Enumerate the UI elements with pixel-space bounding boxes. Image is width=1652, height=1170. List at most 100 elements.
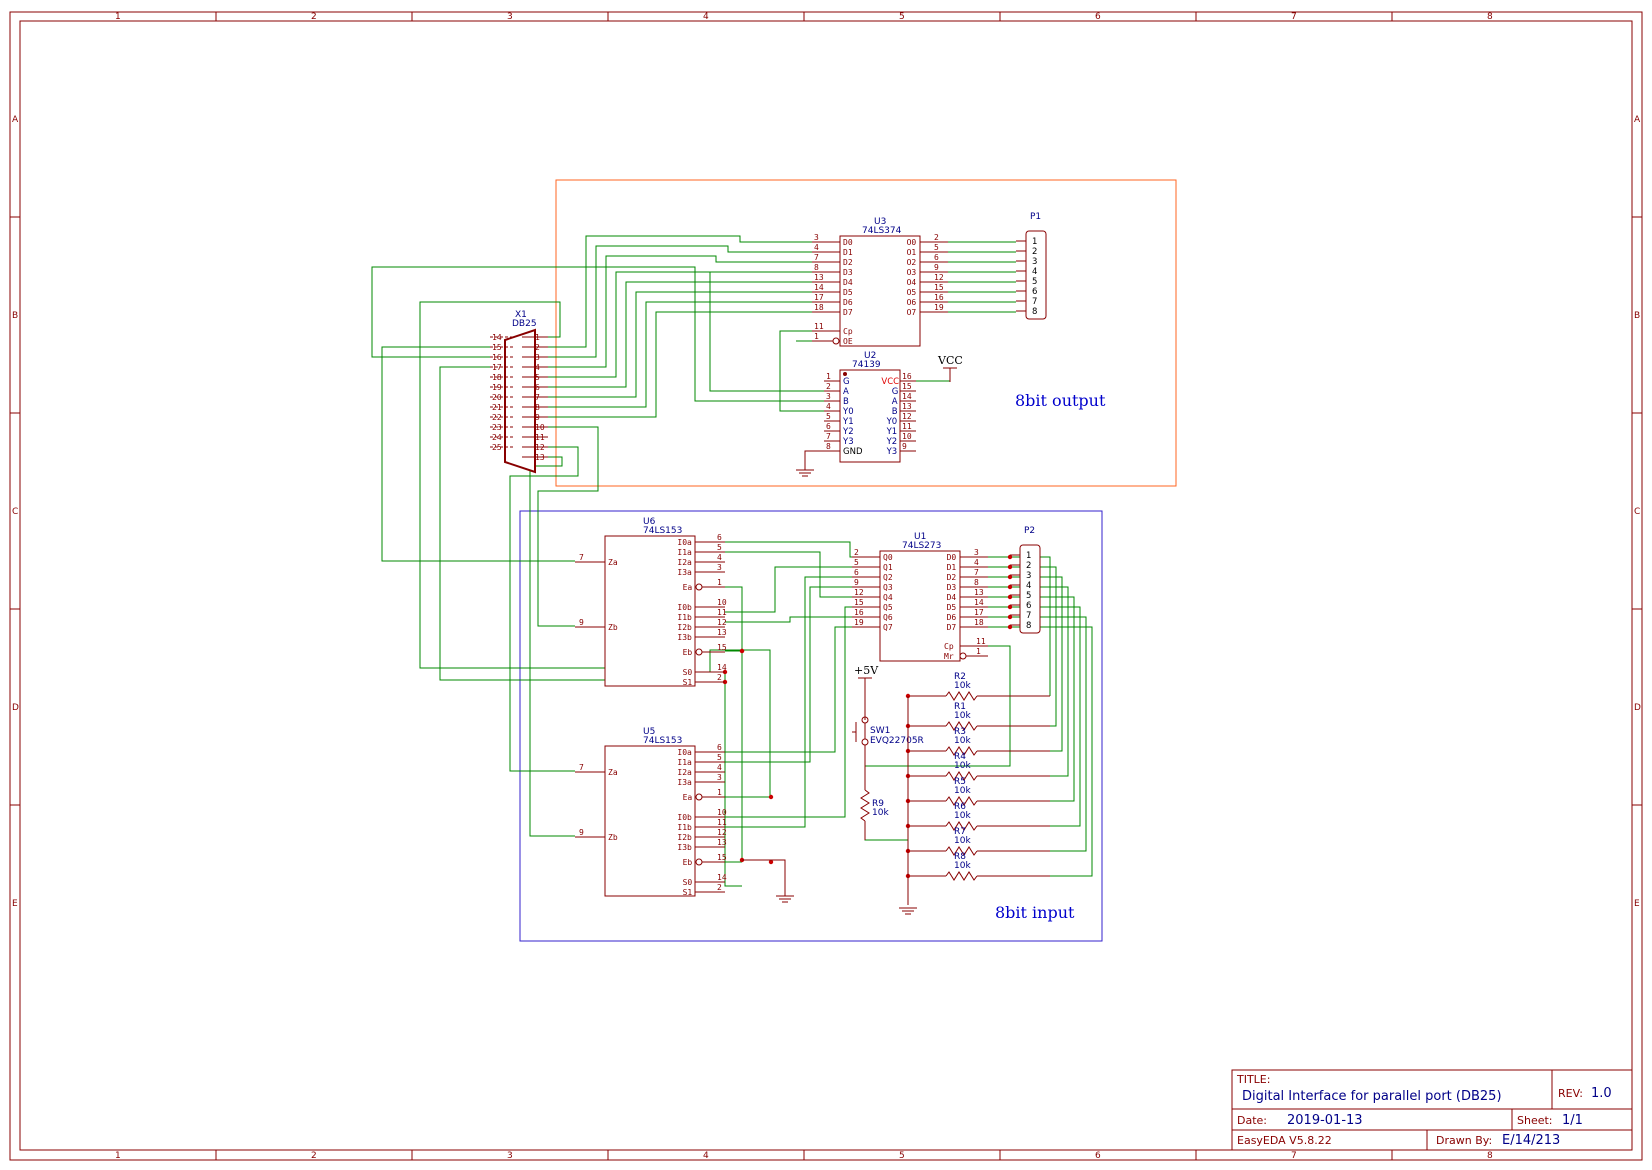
u3-74ls374-pin-num: 12 [934, 273, 944, 282]
u1-74ls273-pin-label: D2 [947, 573, 957, 582]
u6-74ls153-pin-num: 10 [717, 598, 727, 607]
u1-74ls273-pin-num: 15 [854, 598, 864, 607]
u3-74ls374-value: 74LS374 [862, 226, 902, 236]
x1-pin-num: 4 [535, 363, 540, 372]
p1-connector-ref: P1 [1030, 212, 1041, 222]
u6-74ls153-pin-label: I3b [677, 633, 692, 642]
u1-74ls273-pin-label: D3 [947, 583, 957, 592]
u1-74ls273-pin-num: 8 [974, 578, 979, 587]
u5-74ls153-pin-label: Za [608, 768, 618, 777]
u3-74ls374-pin-label: D1 [843, 248, 853, 257]
u5-74ls153-pin-label: S1 [683, 888, 693, 897]
u6-74ls153-pin-label: Zb [608, 623, 618, 632]
u1-74ls273-pin-num: 7 [974, 568, 979, 577]
resistor-value: 10k [954, 761, 971, 771]
x1-pin-num: 9 [535, 413, 540, 422]
u6-74ls153-pin-num: 9 [579, 618, 584, 627]
u1-74ls273-pin-label: D7 [947, 623, 957, 632]
u5-74ls153-pin-label: Ea [683, 793, 693, 802]
u2-74139-pin-label: Y3 [886, 447, 898, 457]
resistor-ref: R1 [954, 702, 966, 712]
x1-pin-num: 15 [492, 343, 502, 352]
u2-74139-pin-label: G [892, 387, 899, 397]
u2-74139-pin-label: B [843, 397, 849, 407]
u6-74ls153[interactable]: U674LS1537Za9Zb6I0a5I1a4I2a3I3a1Ea10I0b1… [575, 517, 727, 687]
u2-74139-pin-num: 15 [902, 382, 912, 391]
x1-pin-num: 10 [535, 423, 545, 432]
resistor-value: 10k [954, 681, 971, 691]
p1-connector-pin-num: 4 [1032, 267, 1037, 277]
plus5v-symbol: +5V [854, 664, 879, 720]
u1-74ls273[interactable]: U174LS2732Q05Q16Q29Q312Q415Q516Q619Q73D0… [852, 532, 988, 662]
u3-74ls374-pin-label: D5 [843, 288, 853, 297]
col-label-bottom: 6 [1095, 1151, 1101, 1161]
plus5v-label: +5V [854, 664, 879, 677]
u1-74ls273-ref: U1 [914, 532, 926, 542]
sheet-value: 1/1 [1562, 1113, 1583, 1128]
u3-74ls374-pin-num: 17 [814, 293, 824, 302]
u1-74ls273-pin-label: D4 [947, 593, 957, 602]
col-label-top: 6 [1095, 12, 1101, 22]
u3-74ls374-pin-label: O3 [907, 268, 917, 277]
ground-symbols [742, 450, 917, 915]
vcc-label: VCC [937, 354, 963, 367]
u3-74ls374-pin-label: O4 [907, 278, 917, 287]
resistor-ref: R8 [954, 852, 966, 862]
p1-connector-pin-num: 3 [1032, 257, 1037, 267]
u2-74139-pin-label: Y3 [842, 437, 854, 447]
u6-74ls153-pin-label: S1 [683, 678, 693, 687]
x1-pin-num: 14 [492, 333, 502, 342]
u5-74ls153-pin-label: Zb [608, 833, 618, 842]
ground-icon [899, 907, 917, 915]
x1-pin-num: 7 [535, 393, 540, 402]
u6-74ls153-pin-label: I1a [677, 548, 692, 557]
resistor-value: 10k [954, 861, 971, 871]
x1-db25-connector[interactable]: X1DB251234567891011121314151617181920212… [490, 310, 548, 474]
resistor-value: 10k [954, 836, 971, 846]
tool-label: EasyEDA V5.8.22 [1237, 1134, 1332, 1147]
u3-74ls374-ref: U3 [874, 217, 886, 227]
u3-74ls374[interactable]: U374LS3743D04D17D28D313D414D517D618D72O0… [812, 217, 948, 347]
u5-74ls153-pin-label: I3a [677, 778, 692, 787]
u3-74ls374-pin-label: D7 [843, 308, 853, 317]
col-label-bottom: 2 [311, 1151, 317, 1161]
col-label-top: 2 [311, 12, 317, 22]
u1-74ls273-pin-label: Q0 [883, 553, 893, 562]
x1-pin-num: 12 [535, 443, 545, 452]
u6-74ls153-pin-num: 6 [717, 533, 722, 542]
u2-74139-pin-num: 14 [902, 392, 912, 401]
x1-pin-num: 6 [535, 383, 540, 392]
u3-74ls374-pin-num: 7 [814, 253, 819, 262]
u1-74ls273-pin-label: Q1 [883, 563, 893, 572]
x1-pin-num: 16 [492, 353, 502, 362]
u6-74ls153-pin-label: Ea [683, 583, 693, 592]
row-label-right: A [1634, 115, 1641, 125]
u1-74ls273-pin-num: 18 [974, 618, 984, 627]
u5-74ls153[interactable]: U574LS1537Za9Zb6I0a5I1a4I2a3I3a1Ea10I0b1… [575, 727, 727, 897]
x1-pin-num: 13 [535, 453, 545, 462]
col-label-top: 5 [899, 12, 905, 22]
drawn-by-value: E/14/213 [1502, 1133, 1560, 1148]
u6-74ls153-pin-num: 2 [717, 673, 722, 682]
x1-pin-num: 11 [535, 433, 545, 442]
u2-74139-pin-num: 4 [826, 402, 831, 411]
u3-74ls374-pin-num: 4 [814, 243, 819, 252]
u3-74ls374-pin-label: D0 [843, 238, 853, 247]
u3-74ls374-pin-label: D2 [843, 258, 853, 267]
u3-74ls374-pin-num: 14 [814, 283, 824, 292]
u6-74ls153-pin-label: S0 [683, 668, 693, 677]
u2-74139-pin-num: 1 [826, 372, 831, 381]
